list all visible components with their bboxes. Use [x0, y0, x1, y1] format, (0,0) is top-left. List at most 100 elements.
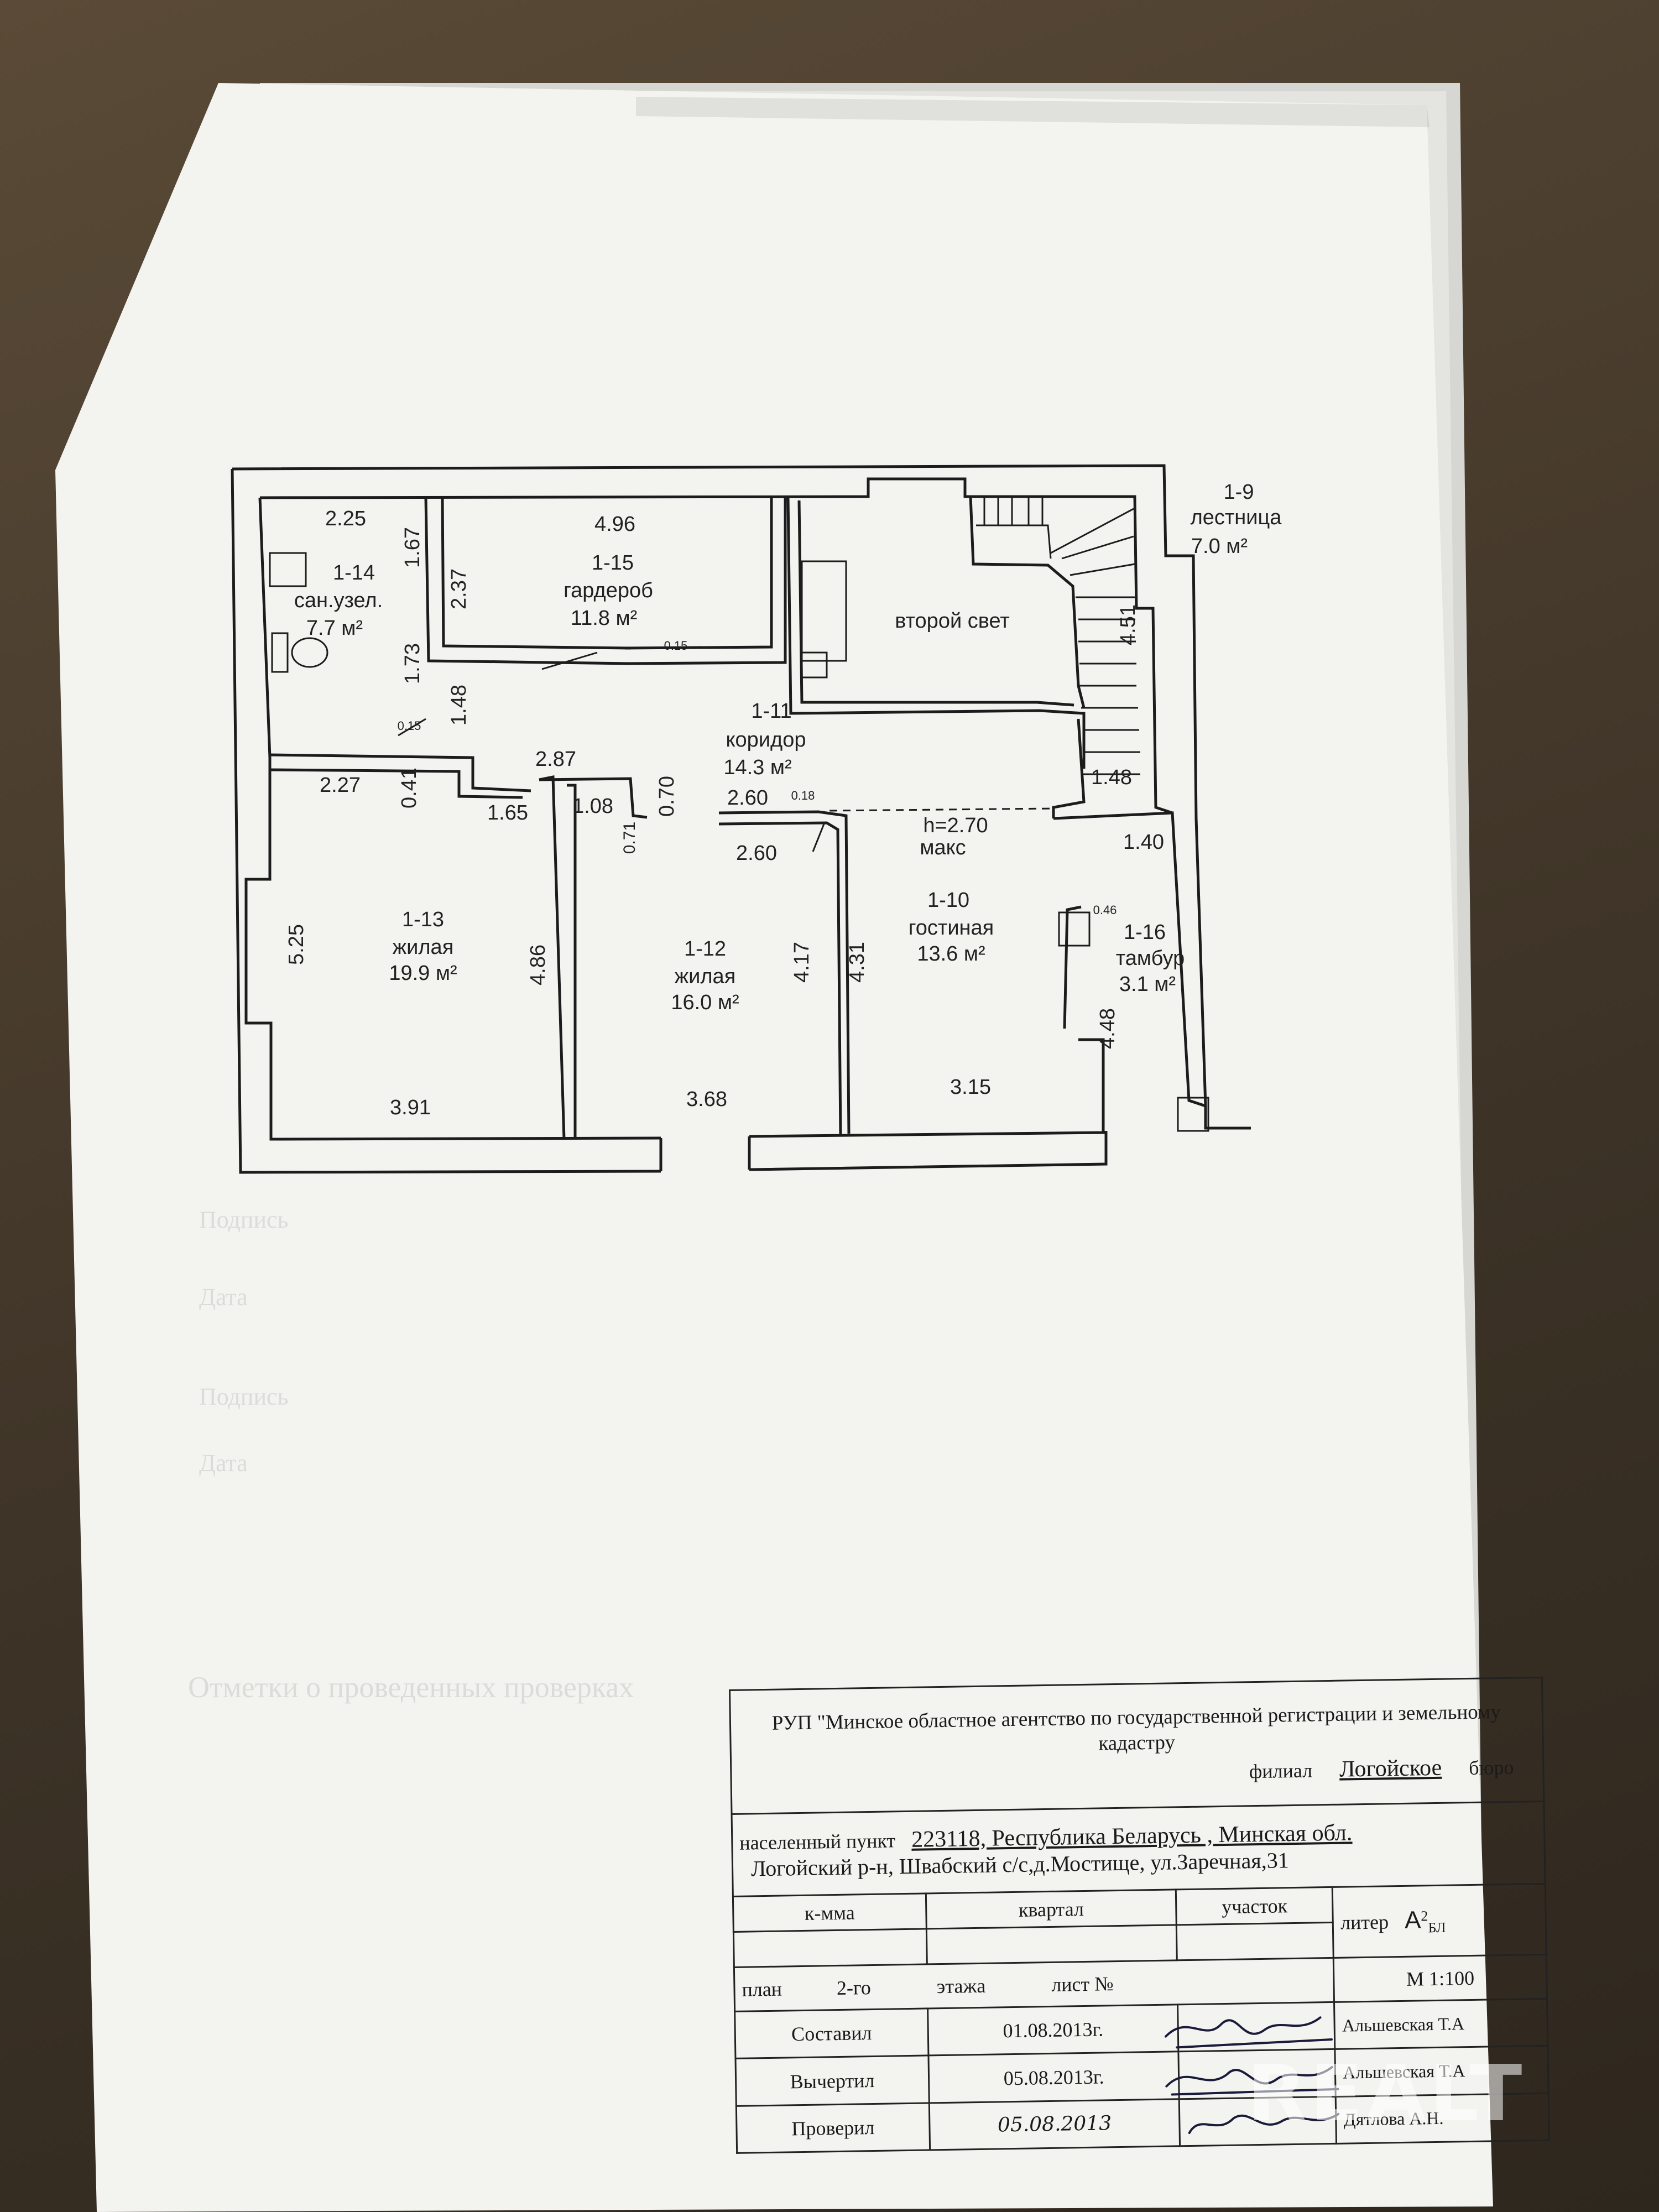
compiled-name: Альшевская Т.А [1334, 1999, 1548, 2049]
scale-value: М 1:100 [1333, 1954, 1547, 2002]
sheet-label: лист № [1051, 1972, 1114, 1996]
liter-sup: 2 [1421, 1907, 1428, 1924]
svg-text:коридор: коридор [726, 728, 806, 752]
room-area-1-11: 14.3 м² [723, 756, 791, 779]
dim-3-68: 3.68 [686, 1088, 727, 1111]
room-name-1-12: жилая [675, 965, 736, 988]
svg-text:сан.узел.: сан.узел. [294, 589, 383, 612]
svg-text:3.91: 3.91 [390, 1096, 431, 1119]
dim-0-15-b: 0.15 [398, 719, 421, 733]
svg-text:1-14: 1-14 [333, 561, 375, 585]
dim-1-40: 1.40 [1123, 831, 1164, 854]
svg-text:7.7 м²: 7.7 м² [306, 617, 363, 640]
room-name-1-10: гостиная [909, 916, 994, 940]
svg-text:4.86: 4.86 [526, 945, 550, 985]
realt-watermark: REALT [1247, 2049, 1526, 2139]
svg-text:13.6 м²: 13.6 м² [917, 942, 985, 966]
plan-label: план [742, 1978, 782, 2001]
svg-text:0.41: 0.41 [398, 768, 421, 808]
svg-text:2.60: 2.60 [736, 842, 777, 865]
svg-text:1-16: 1-16 [1124, 921, 1166, 944]
dim-2-37: 2.37 [447, 568, 471, 609]
svg-text:2.60: 2.60 [727, 786, 768, 810]
uchastok-label: участок [1176, 1887, 1333, 1925]
drawn-label: Вычертил [735, 2056, 930, 2106]
svg-text:11.8 м²: 11.8 м² [571, 607, 637, 630]
svg-text:1.48: 1.48 [1091, 766, 1132, 789]
dim-3-91: 3.91 [390, 1096, 431, 1119]
dim-4-17: 4.17 [790, 942, 813, 983]
svg-text:4.17: 4.17 [790, 942, 813, 983]
compiled-date: 01.08.2013г. [927, 2004, 1179, 2056]
svg-text:лестница: лестница [1191, 506, 1282, 529]
dim-0-41: 0.41 [398, 768, 421, 808]
dim-4-51: 4.51 [1117, 604, 1140, 645]
svg-text:4.96: 4.96 [594, 513, 635, 536]
liter-label: литер [1340, 1910, 1389, 1934]
svg-text:19.9 м²: 19.9 м² [389, 962, 457, 985]
svg-text:1.08: 1.08 [572, 795, 613, 818]
svg-text:0.70: 0.70 [655, 776, 679, 817]
room-area-1-15: 11.8 м² [571, 607, 637, 630]
dim-5-25: 5.25 [285, 924, 308, 965]
height-sub-label: макс [920, 836, 966, 859]
plan-floor: 2-го [836, 1976, 872, 1999]
branch-value: Логойское [1339, 1755, 1442, 1783]
dim-3-15: 3.15 [950, 1076, 991, 1099]
svg-text:2.87: 2.87 [535, 748, 576, 771]
room-id-1-15: 1-15 [592, 551, 634, 575]
dim-0-46: 0.46 [1093, 903, 1117, 917]
svg-text:4.48: 4.48 [1096, 1008, 1119, 1049]
svg-text:1-15: 1-15 [592, 551, 634, 575]
height-label: h=2.70 [923, 814, 988, 837]
signature-scribbles [1164, 2016, 1340, 2135]
svg-text:1.65: 1.65 [487, 801, 528, 825]
room-area-1-10: 13.6 м² [917, 942, 985, 966]
svg-text:3.1 м²: 3.1 м² [1119, 973, 1176, 996]
room-name-1-11: коридор [726, 728, 806, 752]
outer-wall [232, 464, 1251, 1130]
svg-text:макс: макс [920, 836, 966, 859]
svg-text:1.40: 1.40 [1123, 831, 1164, 854]
svg-text:жилая: жилая [393, 936, 454, 959]
room-name-1-14: сан.узел. [294, 589, 383, 612]
dim-1-73: 1.73 [401, 643, 424, 684]
svg-text:0.46: 0.46 [1093, 903, 1117, 917]
dim-4-86: 4.86 [526, 945, 550, 985]
room-id-1-12: 1-12 [684, 937, 726, 961]
dim-4-31: 4.31 [846, 942, 869, 983]
svg-text:5.25: 5.25 [285, 924, 308, 965]
room-id-1-10: 1-10 [927, 889, 969, 912]
floor-label: этажа [936, 1974, 986, 1997]
svg-text:7.0 м²: 7.0 м² [1191, 535, 1248, 558]
svg-text:2.27: 2.27 [320, 774, 361, 797]
room-area-1-13: 19.9 м² [389, 962, 457, 985]
svg-text:4.51: 4.51 [1117, 604, 1140, 645]
dim-1-48-b: 1.48 [1091, 766, 1132, 789]
svg-text:1-12: 1-12 [684, 937, 726, 961]
svg-text:гостиная: гостиная [909, 916, 994, 940]
room-id-1-9: 1-9 [1224, 481, 1254, 504]
room-name-1-15: гардероб [564, 579, 653, 602]
svg-text:1.73: 1.73 [401, 643, 424, 684]
dim-0-70: 0.70 [655, 776, 679, 817]
room-area-1-14: 7.7 м² [306, 617, 363, 640]
checked-date: 05.08.2013 [929, 2099, 1180, 2150]
dim-2-87: 2.87 [535, 748, 576, 771]
room-id-1-14: 1-14 [333, 561, 375, 585]
dim-1-65: 1.65 [487, 801, 528, 825]
svg-text:гардероб: гардероб [564, 579, 653, 602]
room-area-1-9: 7.0 м² [1191, 535, 1248, 558]
dim-4-96: 4.96 [594, 513, 635, 536]
liter-cell: литер А2БЛ [1332, 1884, 1547, 1958]
room-area-1-12: 16.0 м² [671, 991, 739, 1014]
dim-0-18: 0.18 [791, 789, 815, 802]
dim-1-08: 1.08 [572, 795, 613, 818]
branch-label: филиал [1249, 1759, 1313, 1783]
title-block: РУП "Минское областное агентство по госу… [729, 1677, 1550, 2154]
org-cell: РУП "Минское областное агентство по госу… [729, 1677, 1544, 1814]
svg-text:16.0 м²: 16.0 м² [671, 991, 739, 1014]
kmma-label: к-мма [733, 1893, 927, 1932]
